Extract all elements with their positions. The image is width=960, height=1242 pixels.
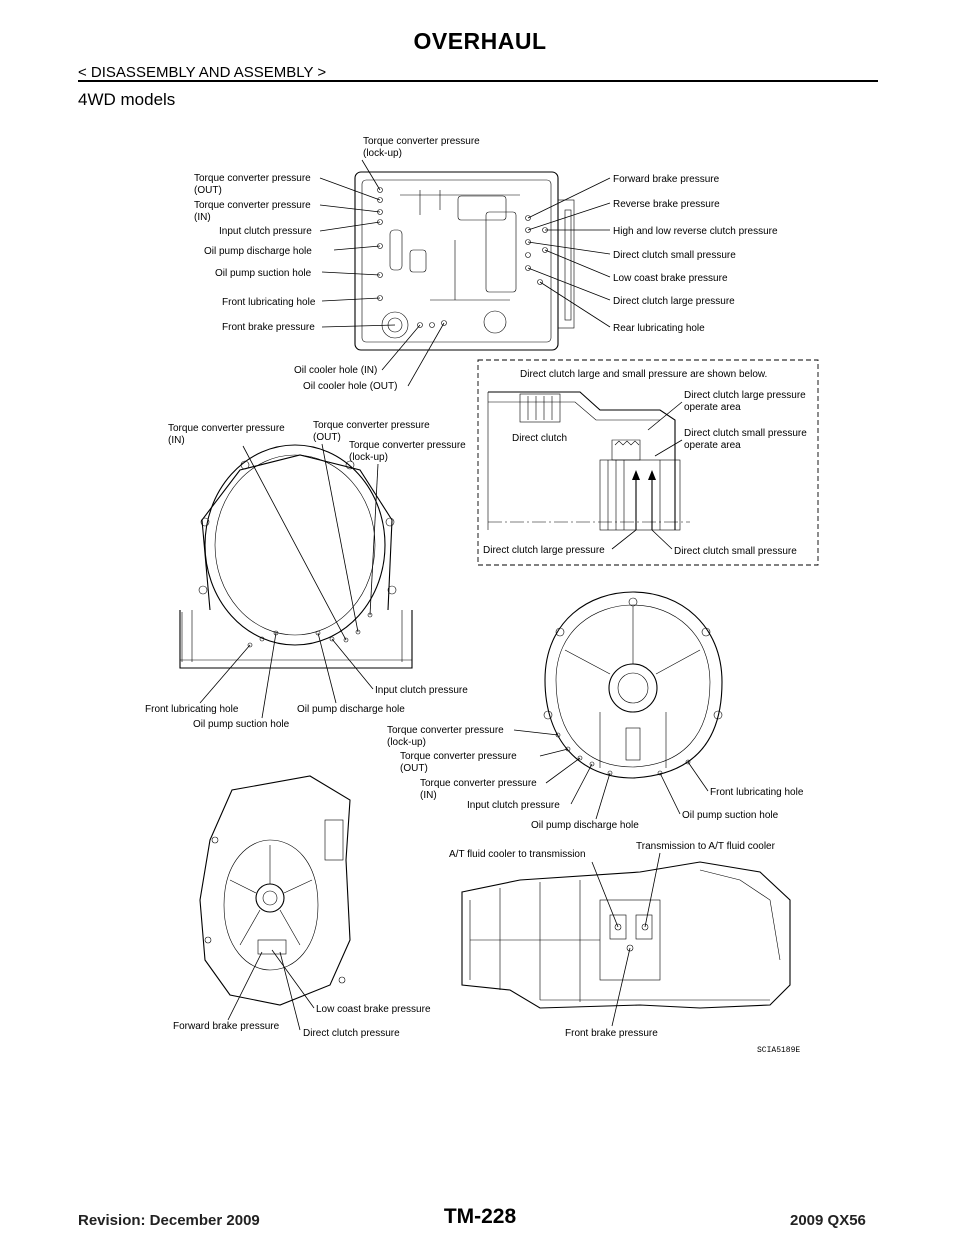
op-label-tc-in-sub: (IN) [420, 790, 437, 801]
vb-label-dc-large: Direct clutch large pressure [613, 296, 735, 307]
revision-date: Revision: December 2009 [78, 1212, 260, 1229]
op-label-oil-pump-discharge: Oil pump discharge hole [531, 820, 639, 831]
dc-label-large-area: Direct clutch large pressure [684, 390, 806, 401]
vb-label-input-clutch: Input clutch pressure [219, 226, 312, 237]
op-label-tc-out-sub: (OUT) [400, 763, 428, 774]
header-divider [78, 80, 878, 82]
valve-body-leader-lines [319, 159, 611, 387]
converter-housing-leader-lines [199, 443, 379, 719]
op-label-oil-pump-suction: Oil pump suction hole [682, 810, 779, 821]
op-label-input-clutch: Input clutch pressure [467, 800, 560, 811]
dc-label-large-bottom: Direct clutch large pressure [483, 545, 605, 556]
op-label-front-lubricating: Front lubricating hole [710, 787, 804, 798]
ch-label-oil-pump-suction: Oil pump suction hole [193, 719, 290, 730]
ch-label-tc-out: Torque converter pressure [313, 420, 430, 431]
page-title: OVERHAUL [413, 28, 547, 54]
ch-label-tc-lockup-sub: (lock-up) [349, 452, 388, 463]
converter-housing-drawing [179, 444, 413, 669]
rear-case-drawing [199, 775, 351, 1006]
oil-pump-leader-lines [513, 729, 709, 820]
vb-label-tc-in-sub: (IN) [194, 212, 211, 223]
vb-label-rear-lubricating: Rear lubricating hole [613, 323, 705, 334]
direct-clutch-drawing [487, 391, 690, 531]
op-label-tc-out: Torque converter pressure [400, 751, 517, 762]
tr-label-front-brake: Front brake pressure [565, 1028, 658, 1039]
vb-label-front-lubricating: Front lubricating hole [222, 297, 316, 308]
tr-label-cooler-to-trans: A/T fluid cooler to transmission [449, 849, 586, 860]
vb-label-high-low-reverse: High and low reverse clutch pressure [613, 226, 778, 237]
vb-label-low-coast: Low coast brake pressure [613, 273, 728, 284]
vb-label-forward-brake: Forward brake pressure [613, 174, 720, 185]
rc-label-direct-clutch: Direct clutch pressure [303, 1028, 400, 1039]
ch-label-tc-out-sub: (OUT) [313, 432, 341, 443]
direct-clutch-detail-box [477, 359, 819, 566]
dc-label-small-bottom: Direct clutch small pressure [674, 546, 797, 557]
dc-label-direct-clutch: Direct clutch [512, 433, 567, 444]
vb-label-oil-cooler-out: Oil cooler hole (OUT) [303, 381, 397, 392]
valve-body-drawing [354, 171, 575, 351]
vb-label-tc-out-sub: (OUT) [194, 185, 222, 196]
op-label-tc-lockup: Torque converter pressure [387, 725, 504, 736]
vb-label-tc-lockup-sub: (lock-up) [363, 148, 402, 159]
ch-label-tc-in-sub: (IN) [168, 435, 185, 446]
vb-label-oil-pump-suction: Oil pump suction hole [215, 268, 312, 279]
vb-label-dc-small: Direct clutch small pressure [613, 250, 736, 261]
dc-label-small-area: Direct clutch small pressure [684, 428, 807, 439]
rc-label-forward-brake: Forward brake pressure [173, 1021, 280, 1032]
figure-code: SCIA5189E [757, 1046, 800, 1055]
vb-label-oil-pump-discharge: Oil pump discharge hole [204, 246, 312, 257]
page-number: TM-228 [443, 1205, 517, 1228]
op-label-tc-in: Torque converter pressure [420, 778, 537, 789]
rc-label-low-coast: Low coast brake pressure [316, 1004, 431, 1015]
vb-label-front-brake: Front brake pressure [222, 322, 315, 333]
vb-label-tc-in: Torque converter pressure [194, 200, 311, 211]
breadcrumb: < DISASSEMBLY AND ASSEMBLY > [78, 64, 327, 81]
ch-label-input-clutch: Input clutch pressure [375, 685, 468, 696]
ch-label-front-lubricating: Front lubricating hole [145, 704, 239, 715]
ch-label-tc-lockup: Torque converter pressure [349, 440, 466, 451]
section-heading: 4WD models [78, 90, 176, 109]
direct-clutch-leader-lines [611, 401, 683, 550]
rear-case-leader-lines [227, 949, 315, 1031]
transmission-side-drawing [461, 861, 791, 1009]
vb-label-tc-lockup: Torque converter pressure [363, 136, 480, 147]
vb-label-oil-cooler-in: Oil cooler hole (IN) [294, 365, 377, 376]
op-label-tc-lockup-sub: (lock-up) [387, 737, 426, 748]
transmission-leader-lines [591, 852, 661, 1027]
dc-note: Direct clutch large and small pressure a… [520, 369, 767, 380]
tr-label-trans-to-cooler: Transmission to A/T fluid cooler [636, 841, 776, 852]
ch-label-tc-in: Torque converter pressure [168, 423, 285, 434]
model-year: 2009 QX56 [790, 1212, 866, 1229]
ch-label-oil-pump-discharge: Oil pump discharge hole [297, 704, 405, 715]
vb-label-tc-out: Torque converter pressure [194, 173, 311, 184]
vb-label-reverse-brake: Reverse brake pressure [613, 199, 720, 210]
dc-label-large-area-sub: operate area [684, 402, 741, 413]
dc-label-small-area-sub: operate area [684, 440, 741, 451]
oil-pump-drawing [543, 591, 723, 779]
